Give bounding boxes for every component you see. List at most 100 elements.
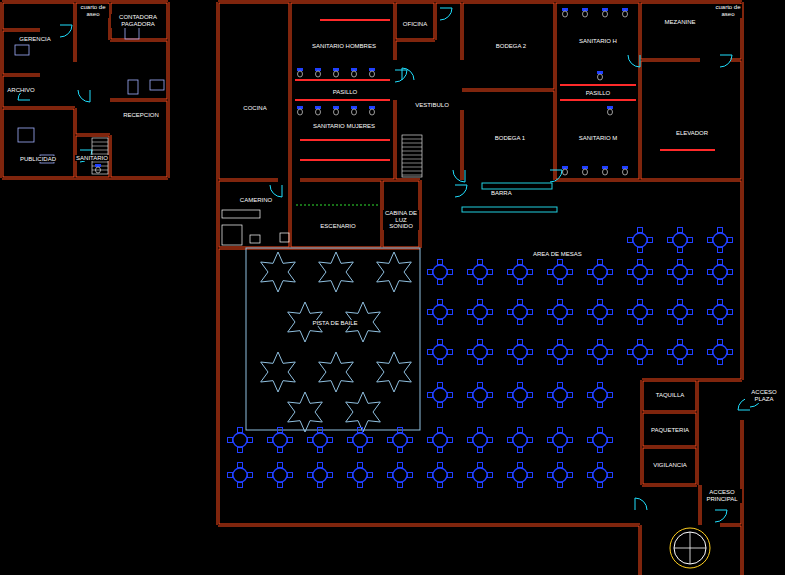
table-set bbox=[308, 463, 333, 488]
wall-core bbox=[2, 30, 40, 31]
chair bbox=[678, 360, 683, 365]
toilet-bowl bbox=[563, 169, 568, 175]
chair bbox=[408, 473, 413, 478]
wall-core bbox=[75, 135, 110, 136]
entrance-emblem-cross bbox=[674, 532, 706, 564]
table-set bbox=[468, 260, 493, 285]
chair bbox=[548, 473, 553, 478]
table bbox=[473, 468, 487, 482]
chair bbox=[718, 340, 723, 345]
chair bbox=[558, 300, 563, 305]
desk bbox=[15, 45, 29, 55]
stair-step bbox=[402, 163, 422, 164]
toilet bbox=[369, 106, 375, 115]
chair bbox=[568, 310, 573, 315]
table-set bbox=[228, 428, 253, 453]
wall-core bbox=[75, 108, 76, 178]
chair bbox=[488, 438, 493, 443]
wall bbox=[2, 177, 168, 180]
wall bbox=[394, 100, 397, 180]
entrance-emblem bbox=[674, 532, 706, 564]
partition bbox=[560, 84, 636, 86]
chair bbox=[278, 483, 283, 488]
room: ESCENARIO bbox=[300, 220, 376, 232]
wall-core bbox=[395, 100, 396, 180]
table-set bbox=[628, 340, 653, 365]
chair bbox=[568, 393, 573, 398]
toilet-tank bbox=[369, 106, 375, 109]
toilet bbox=[297, 68, 303, 77]
kitchen-equipment bbox=[250, 235, 260, 243]
room-name: SANITARIO H bbox=[578, 38, 618, 45]
chair bbox=[328, 473, 333, 478]
room-name: CABINA DE LUZ SONIDO bbox=[383, 210, 419, 231]
door-swing bbox=[635, 498, 647, 510]
wall-core bbox=[742, 525, 743, 575]
chair bbox=[568, 350, 573, 355]
room: CONTADORA PAGADORA bbox=[111, 12, 165, 30]
wall bbox=[2, 107, 75, 110]
table bbox=[233, 468, 247, 482]
chair bbox=[728, 270, 733, 275]
chair bbox=[608, 473, 613, 478]
chair bbox=[478, 428, 483, 433]
table bbox=[433, 265, 447, 279]
chair bbox=[678, 260, 683, 265]
table-set bbox=[668, 260, 693, 285]
toilet-bowl bbox=[334, 109, 339, 115]
chair bbox=[438, 280, 443, 285]
chair bbox=[318, 463, 323, 468]
toilet-bowl bbox=[563, 11, 568, 17]
wall bbox=[2, 29, 40, 32]
stair-outline bbox=[402, 135, 422, 177]
toilet-tank bbox=[607, 106, 613, 109]
chair bbox=[598, 360, 603, 365]
chair bbox=[388, 473, 393, 478]
wall bbox=[2, 74, 40, 77]
chair bbox=[478, 320, 483, 325]
toilet bbox=[597, 71, 603, 80]
chair bbox=[668, 270, 673, 275]
chair bbox=[248, 473, 253, 478]
toilet-tank bbox=[95, 164, 101, 167]
table bbox=[713, 233, 727, 247]
chair bbox=[478, 483, 483, 488]
stair-step bbox=[402, 159, 422, 160]
chair bbox=[318, 428, 323, 433]
chair bbox=[478, 280, 483, 285]
room: VIGILANCIA bbox=[645, 459, 695, 471]
stairs bbox=[402, 135, 422, 177]
room-name: VESTIBULO bbox=[414, 102, 450, 109]
wall-core bbox=[110, 40, 168, 41]
chair bbox=[328, 438, 333, 443]
table bbox=[633, 305, 647, 319]
chair bbox=[238, 463, 243, 468]
room: PASILLO bbox=[560, 88, 636, 98]
chair bbox=[548, 393, 553, 398]
table-set bbox=[668, 228, 693, 253]
table-set bbox=[428, 260, 453, 285]
chair bbox=[728, 310, 733, 315]
chair bbox=[508, 438, 513, 443]
chair bbox=[678, 228, 683, 233]
chair bbox=[598, 448, 603, 453]
chair bbox=[558, 360, 563, 365]
chair bbox=[728, 238, 733, 243]
chair bbox=[678, 320, 683, 325]
chair bbox=[638, 320, 643, 325]
toilet-tank bbox=[297, 106, 303, 109]
table-set bbox=[548, 428, 573, 453]
toilet bbox=[369, 68, 375, 77]
toilet-tank bbox=[315, 68, 321, 71]
toilet-bowl bbox=[316, 109, 321, 115]
chair bbox=[488, 310, 493, 315]
chair bbox=[718, 260, 723, 265]
table bbox=[473, 345, 487, 359]
floor-star bbox=[377, 252, 412, 292]
table-set bbox=[468, 300, 493, 325]
door-swing bbox=[628, 55, 640, 67]
chair bbox=[468, 393, 473, 398]
table-set bbox=[468, 340, 493, 365]
chair bbox=[238, 448, 243, 453]
partition bbox=[300, 139, 390, 141]
